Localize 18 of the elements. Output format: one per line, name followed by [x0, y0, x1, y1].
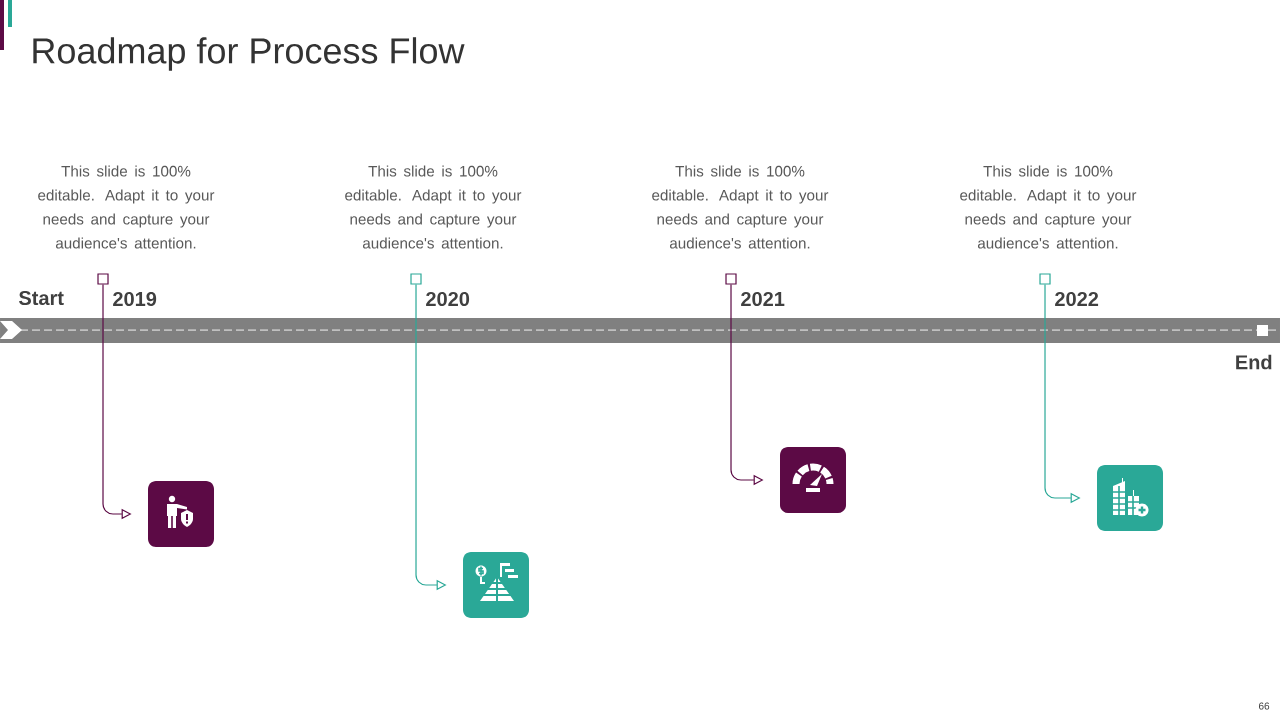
marker-square — [97, 273, 109, 285]
marker-square — [1039, 273, 1051, 285]
description-text: This slide is 100% editable. Adapt it to your needs and capture your audience's attention. — [345, 165, 522, 249]
icon-tile — [780, 447, 846, 513]
year-label: 2022 — [1055, 291, 1099, 307]
marker-square — [725, 273, 737, 285]
description-text: This slide is 100% editable. Adapt it to your needs and capture your audience's attention. — [38, 165, 215, 249]
marker-square — [410, 273, 422, 285]
start-label: Start — [18, 290, 64, 306]
page-number: 66 — [1259, 702, 1270, 710]
title: Roadmap for Process Flow — [33, 37, 465, 71]
description-text: This slide is 100% editable. Adapt it to your needs and capture your audience's attention. — [960, 165, 1137, 249]
year-label: 2021 — [741, 291, 785, 307]
description-text: This slide is 100% editable. Adapt it to your needs and capture your audience's attention. — [652, 165, 829, 249]
year-label: 2020 — [426, 291, 470, 307]
year-label: 2019 — [113, 291, 157, 307]
icon-tile — [148, 481, 214, 547]
end-label: End — [1236, 354, 1272, 370]
